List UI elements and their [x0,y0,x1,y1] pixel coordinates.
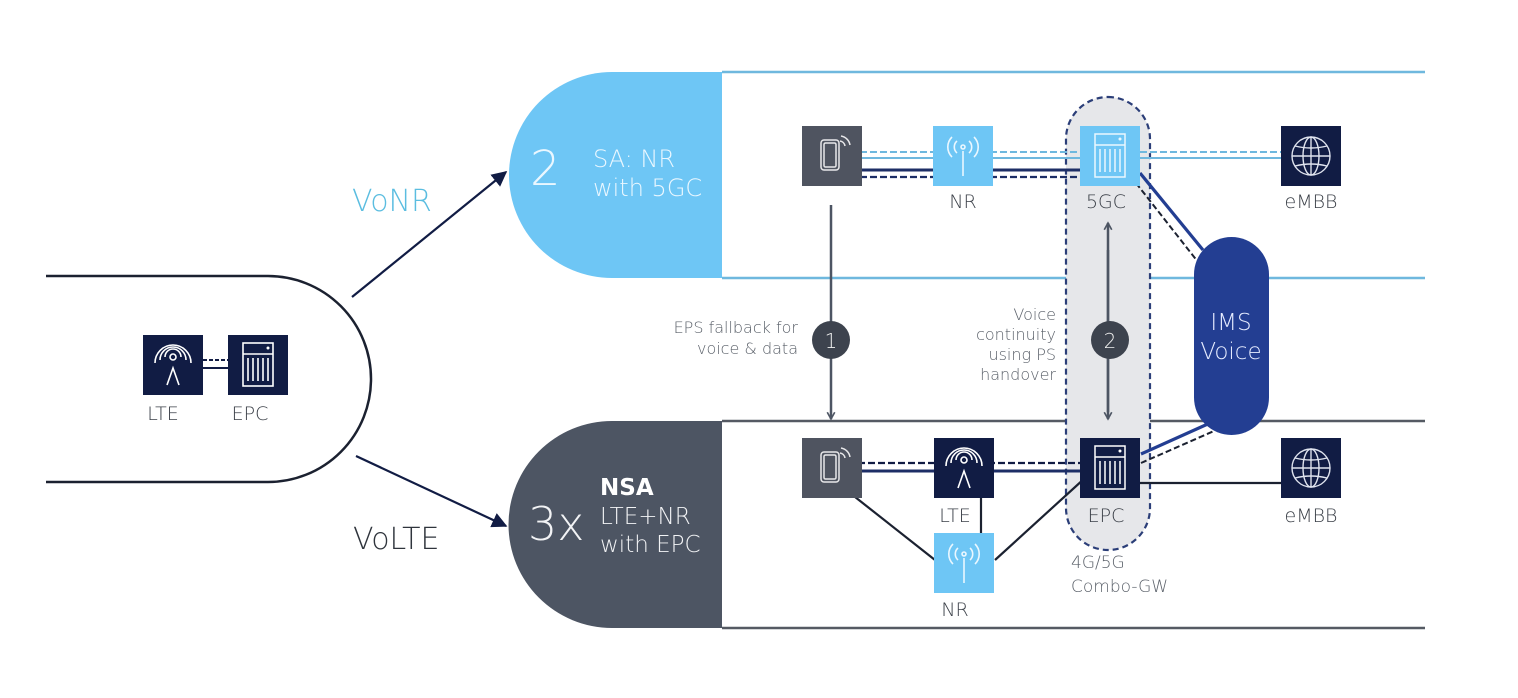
nsa-embb-label: eMBB [1285,505,1338,527]
sa-title-line1: SA: NR [593,145,675,173]
nsa-epc-label: EPC [1088,505,1125,527]
epc-ims-solid [1140,421,1211,456]
transition-ps-handover: 2 Voice continuity using PS handover [976,223,1129,419]
nsa-lte-label: LTE [939,505,971,527]
transition-1-line1: EPS fallback for [674,318,799,337]
nsa-band: 3x NSA LTE+NR with EPC [508,419,1425,630]
nsa-embb-node: eMBB [1281,438,1341,527]
nsa-ue-node [802,438,862,498]
legacy-epc-label: EPC [232,403,269,425]
sa-band: 2 SA: NR with 5GC [509,70,1425,280]
nsa-epc-node: EPC [1080,438,1140,527]
transition-2-line4: handover [980,365,1056,384]
antenna-icon [143,335,203,395]
antenna-icon [934,438,994,498]
legacy-lte-node: LTE [143,335,203,425]
ims-links [1135,171,1215,464]
vonr-arrow [351,171,508,298]
sa-5gc-node: 5GC [1080,126,1140,213]
sa-title-line2: with 5GC [593,174,702,202]
sa-nr-label: NR [949,191,976,213]
nsa-title-line2: LTE+NR [600,504,691,530]
ims-line1: IMS [1210,310,1251,336]
ims-voice-pill [1194,237,1269,435]
ims-line2: Voice [1200,339,1261,365]
transition-2-badge [1091,321,1129,359]
volte-arrow [355,455,508,528]
smartphone-icon [802,126,862,186]
transition-1-line2: voice & data [697,339,798,358]
transition-eps-fallback: 1 EPS fallback for voice & data [674,205,850,419]
nsa-option-number: 3x [528,497,585,551]
combo-gw-line1: 4G/5G [1071,553,1125,573]
nsa-nr-label: NR [941,599,968,621]
5gc-ims-dashed [1135,182,1199,263]
sa-embb-label: eMBB [1285,191,1338,213]
legacy-lte-label: LTE [147,403,179,425]
smartphone-icon [802,438,862,498]
nsa-title-line1: NSA [600,475,654,501]
nsa-lte-node: LTE [934,438,994,527]
transition-1-badge [812,321,850,359]
combo-gw-line2: Combo-GW [1071,577,1168,597]
volte-label: VoLTE [353,522,439,557]
sa-nr-node: NR [933,126,993,213]
nsa-nr-node: NR [934,533,994,621]
sa-5gc-label: 5GC [1086,191,1126,213]
epc-ims-dashed [1140,430,1215,464]
sa-option-badge [509,72,722,278]
vonr-label: VoNR [352,184,432,219]
legacy-epc-node: EPC [228,335,288,425]
nsa-title-line3: with EPC [600,532,701,558]
transition-1-number: 1 [825,329,838,353]
legacy-lte-epc-group: LTE EPC [46,274,373,484]
ims-voice: IMS Voice [1194,237,1269,435]
legacy-capsule-outline [46,274,373,484]
transition-2-line3: using PS [988,345,1056,364]
5gc-ims-solid [1138,171,1205,252]
sa-option-number: 2 [530,141,561,197]
nsa-option-badge [508,421,722,628]
sa-embb-node: eMBB [1281,126,1341,213]
nsa-ue-nr-link [849,492,936,561]
nsa-nr-epc-link [994,477,1086,561]
transition-2-line2: continuity [976,325,1056,344]
sa-ue-node [802,126,862,186]
transition-2-line1: Voice [1013,305,1056,324]
transition-2-number: 2 [1104,329,1117,353]
